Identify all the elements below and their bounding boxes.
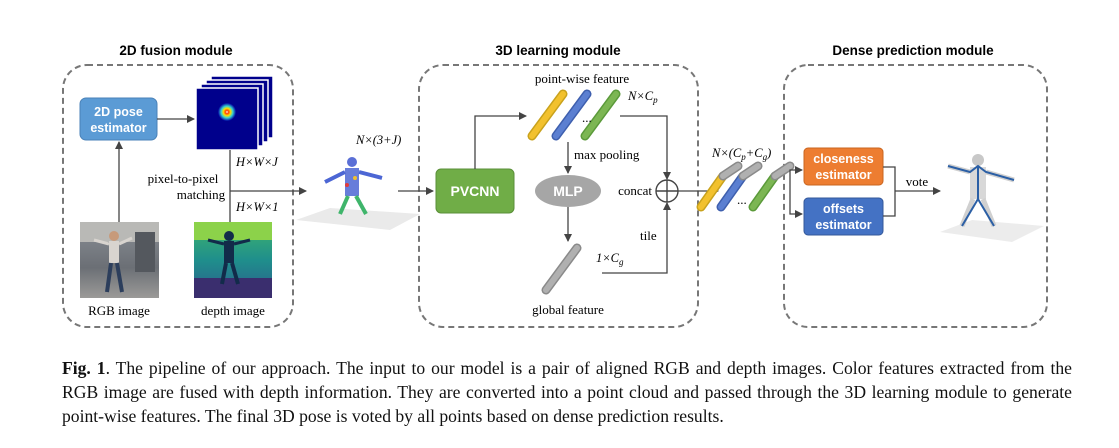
depth-image [194, 222, 272, 298]
offsets-label-1: offsets [823, 202, 864, 216]
vote-label: vote [906, 174, 929, 189]
point-cloud [296, 157, 420, 230]
depth-image-caption: depth image [201, 303, 265, 318]
pointwise-feature-bars [527, 89, 621, 141]
concat-node [655, 179, 679, 203]
concat-feature-dots: ... [737, 192, 747, 207]
closeness-label-1: closeness [813, 152, 874, 166]
depth-dim-label: H×W×1 [235, 200, 279, 214]
concat-feature-dim-label: N×(Cp+Cg) [711, 146, 771, 162]
fusion-module-title: 2D fusion module [119, 43, 233, 58]
concat-label: concat [618, 183, 652, 198]
concat-feature-bars [696, 161, 795, 212]
learning-module-title: 3D learning module [495, 43, 621, 58]
matching-label-2: matching [177, 187, 226, 202]
pointwise-dim-label: N×Cp [627, 89, 658, 105]
mlp-label: MLP [553, 183, 583, 199]
figure-caption: Fig. 1. The pipeline of our approach. Th… [62, 356, 1072, 428]
caption-label: Fig. 1 [62, 358, 106, 378]
heatmap-dim-label: H×W×J [235, 155, 279, 169]
pointwise-to-concat-line [620, 115, 671, 180]
pointwise-feature-title: point-wise feature [535, 71, 629, 86]
heatmap-stack [195, 75, 274, 151]
features-to-offsets-arrow [789, 191, 803, 218]
pointwise-dots: ... [582, 110, 592, 125]
output-pose [940, 154, 1044, 242]
caption-text: . The pipeline of our approach. The inpu… [62, 358, 1072, 426]
global-feature-title: global feature [532, 302, 604, 317]
global-dim-label: 1×Cg [596, 251, 624, 267]
offsets-label-2: estimator [815, 218, 871, 232]
features-to-closeness-arrow [789, 166, 803, 191]
matching-label-1: pixel-to-pixel [148, 171, 219, 186]
fusion-module-frame [62, 64, 294, 328]
mlp-ellipse [535, 175, 601, 207]
rgb-image [80, 222, 159, 298]
tile-label: tile [640, 228, 657, 243]
dense-module-title: Dense prediction module [832, 43, 994, 58]
closeness-to-vote-line [883, 166, 896, 191]
learning-module-frame [418, 64, 699, 328]
pipeline-diagram: 2D fusion module 3D learning module Dens… [62, 43, 1048, 328]
pointcloud-dim-label: N×(3+J) [355, 133, 401, 147]
pvcnn-to-pointwise-arrow [474, 112, 527, 169]
global-to-concat-line [602, 202, 671, 274]
closeness-label-2: estimator [815, 168, 871, 182]
offsets-to-vote-line [883, 191, 896, 217]
global-feature-bar [541, 243, 582, 295]
rgb-image-caption: RGB image [88, 303, 150, 318]
pvcnn-label: PVCNN [450, 183, 499, 199]
pose-estimator-label-1: 2D pose [94, 105, 143, 119]
pose-estimator-label-2: estimator [90, 121, 146, 135]
dense-module-frame [783, 64, 1048, 328]
max-pooling-label: max pooling [574, 147, 640, 162]
